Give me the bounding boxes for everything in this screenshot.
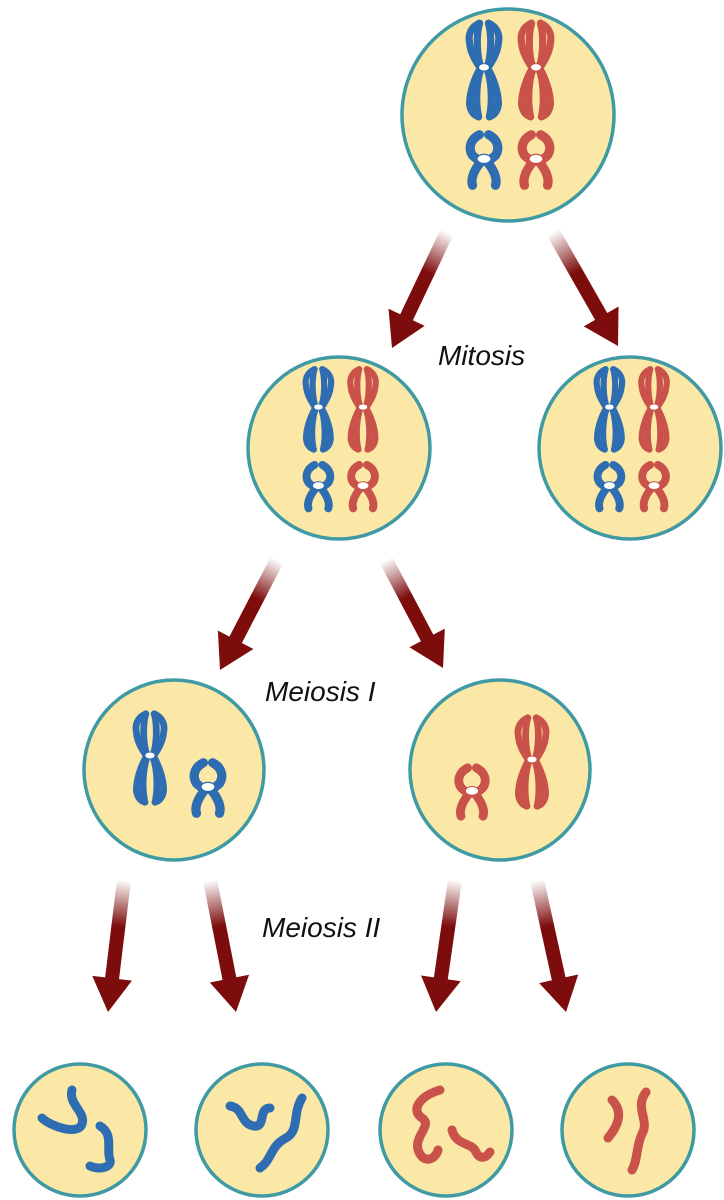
arrow [388,229,454,348]
arrows-group [92,228,619,1012]
mitosis-daughter-cell-left [246,355,432,541]
arrow [379,556,445,668]
arrow [217,556,284,670]
arrow [421,879,462,1012]
blue-single-chromosome [37,1085,88,1134]
blue-single-chromosome [85,1121,115,1173]
cell-membrane [400,7,616,223]
blue-single-chromosome [225,1101,275,1131]
meiosis-i-label: Meiosis I [265,676,376,707]
cell-membrane [194,1062,330,1198]
mitosis-daughter-cell-right [537,355,723,541]
mitosis-label: Mitosis [438,340,526,371]
red-single-chromosome [412,1085,445,1164]
cell-membrane [537,355,723,541]
gamete-cell-4 [560,1062,696,1198]
cell-membrane [82,678,266,862]
arrow [546,228,619,346]
red-single-chromosome [603,1095,624,1143]
red-single-chromosome [627,1087,651,1175]
blue-single-chromosome [255,1093,307,1173]
red-single-chromosome [447,1125,495,1162]
meiosis-ii-label: Meiosis II [262,912,381,943]
gamete-cell-2 [194,1062,330,1198]
cell-membrane [246,355,432,541]
arrow [203,878,250,1012]
cell-membrane [408,678,592,862]
cell-membrane [560,1062,696,1198]
meiosis1-cell-left [82,678,266,862]
meiosis1-cell-right [408,678,592,862]
cell-membrane [378,1062,514,1198]
arrow [530,878,579,1012]
gamete-cell-1 [12,1062,148,1198]
cells-group [12,7,723,1198]
gamete-cell-3 [378,1062,514,1198]
arrow [92,879,132,1012]
parent-cell [400,7,616,223]
